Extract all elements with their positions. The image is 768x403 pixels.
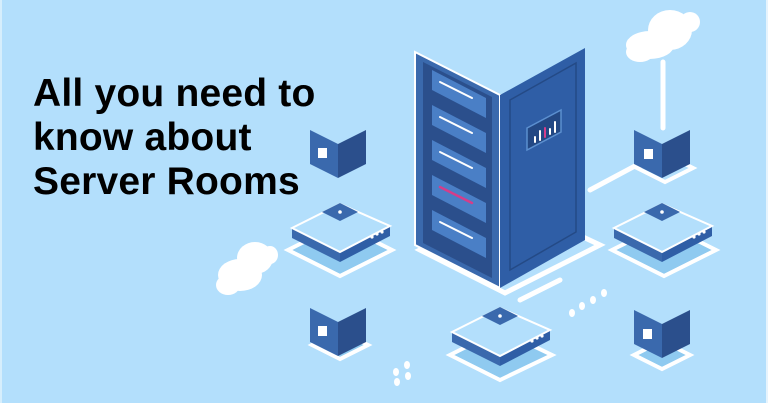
network-node-icon: [307, 308, 373, 362]
network-node-icon: [310, 130, 366, 178]
right-edge: [766, 0, 768, 403]
cloud-icon: [626, 10, 700, 62]
server-rack-icon: [414, 48, 585, 290]
dotted-trail: [393, 289, 607, 386]
router-icon: [445, 306, 557, 383]
headline-line-2: know about: [33, 116, 252, 159]
cloud-icon: [216, 242, 278, 295]
network-node-icon: [632, 130, 698, 185]
headline: All you need to know about Server Rooms: [33, 72, 316, 204]
left-edge: [0, 0, 2, 403]
router-icon: [283, 202, 397, 279]
headline-line-3: Server Rooms: [33, 160, 300, 203]
headline-line-1: All you need to: [33, 72, 316, 115]
alert-indicator: [438, 185, 474, 205]
network-node-icon: [629, 310, 695, 372]
router-icon: [607, 202, 721, 279]
